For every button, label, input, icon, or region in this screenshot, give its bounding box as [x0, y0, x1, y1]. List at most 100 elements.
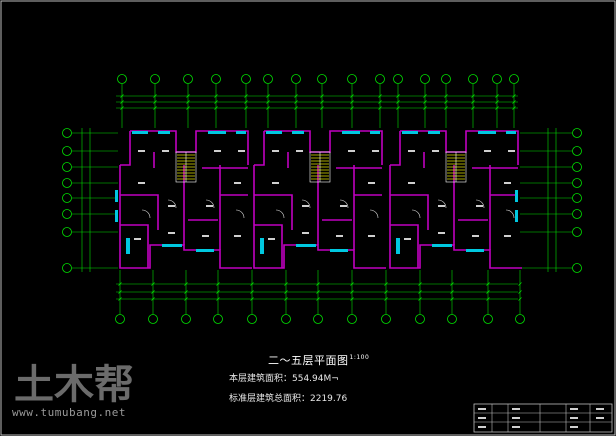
title-block [473, 403, 613, 433]
title-block-text-mark [512, 426, 520, 428]
dimension-tick [350, 282, 354, 286]
dimension-tick [284, 297, 288, 301]
dimension-lines [81, 94, 557, 301]
dimension-tick [216, 290, 220, 294]
window-mark [330, 249, 348, 252]
axis-bubble-left [62, 128, 72, 138]
dimension-tick [444, 94, 448, 98]
wall [390, 194, 429, 230]
door-swing [205, 199, 215, 209]
room-label-mark [272, 150, 279, 152]
title-block-text-mark [570, 426, 578, 428]
room-label-mark [238, 150, 245, 152]
wall [254, 194, 293, 230]
axis-bubble-top [468, 74, 478, 84]
wall [120, 194, 159, 230]
dimension-tick [384, 282, 388, 286]
dimension-tick [316, 297, 320, 301]
room-label-mark [272, 182, 279, 184]
door-swing [411, 209, 421, 219]
wall [130, 130, 249, 165]
axis-bubble-right [572, 193, 582, 203]
window-mark [342, 131, 360, 134]
dimension-tick [471, 100, 475, 104]
axis-bubble-bottom [515, 314, 525, 324]
axis-bubble-top [263, 74, 273, 84]
room-label-mark [476, 205, 483, 207]
window-mark [236, 131, 246, 134]
dimension-tick [244, 100, 248, 104]
window-mark [432, 244, 452, 247]
dimension-tick [250, 297, 254, 301]
room-label-mark [368, 235, 375, 237]
axis-bubble-right [572, 128, 582, 138]
dimension-tick [186, 100, 190, 104]
window-mark [402, 131, 418, 134]
watermark-logo-text: 土木帮 [14, 362, 134, 406]
dimension-tick [350, 100, 354, 104]
axis-bubble-bottom [181, 314, 191, 324]
dimension-tick [266, 94, 270, 98]
room-label-mark [138, 182, 145, 184]
title-block-text-mark [596, 417, 604, 419]
room-label-mark [302, 232, 309, 234]
window-mark [126, 238, 130, 254]
dimension-tick [184, 297, 188, 301]
wall [264, 130, 383, 165]
dimension-tick [151, 290, 155, 294]
wall [390, 224, 419, 268]
wall [254, 131, 265, 166]
axis-bubble-top [441, 74, 451, 84]
dimension-tick [214, 100, 218, 104]
axis-bubble-bottom [415, 314, 425, 324]
axis-bubble-right [572, 146, 582, 156]
window-mark [162, 244, 182, 247]
dimension-tick [444, 100, 448, 104]
axis-bubble-bottom [281, 314, 291, 324]
dimension-tick [120, 100, 124, 104]
title-block-text-mark [570, 408, 578, 410]
dimension-tick [266, 106, 270, 110]
dimension-tick [250, 282, 254, 286]
dimension-tick [118, 282, 122, 286]
room-label-mark [438, 205, 445, 207]
dimension-tick [284, 282, 288, 286]
dimension-tick [384, 290, 388, 294]
axis-bubble-bottom [247, 314, 257, 324]
room-label-mark [302, 205, 309, 207]
dimension-tick [423, 100, 427, 104]
dimension-tick [418, 282, 422, 286]
axis-bubble-top [183, 74, 193, 84]
dimension-tick [423, 94, 427, 98]
dimension-tick [153, 100, 157, 104]
room-label-mark [504, 182, 511, 184]
door-swing [437, 199, 447, 209]
window-mark [466, 249, 484, 252]
total-area-label: 标准层建筑总面积：2219.76 [229, 394, 348, 404]
drawing-scale: 1:100 [349, 354, 370, 362]
title-block-text-mark [570, 417, 578, 419]
balcony-window [115, 190, 118, 202]
title-block-text-mark [512, 417, 520, 419]
room-label-mark [134, 238, 141, 240]
dimension-tick [512, 106, 516, 110]
dimension-tick [495, 106, 499, 110]
axis-bubble-top [375, 74, 385, 84]
dimension-tick [396, 94, 400, 98]
title-block-text-mark [596, 408, 604, 410]
room-label-mark [484, 150, 491, 152]
axis-bubble-bottom [381, 314, 391, 324]
dimension-tick [316, 282, 320, 286]
room-label-mark [408, 182, 415, 184]
drawing-title: 二～五层平面图1:100 [268, 352, 369, 368]
axis-bubble-left [62, 263, 72, 273]
dimension-tick [512, 94, 516, 98]
axis-bubble-top [420, 74, 430, 84]
axis-bubble-bottom [148, 314, 158, 324]
wall [120, 131, 131, 166]
dimension-tick [294, 106, 298, 110]
dimension-tick [450, 297, 454, 301]
door-swing [275, 209, 285, 219]
room-label-mark [214, 150, 221, 152]
dimension-tick [471, 106, 475, 110]
